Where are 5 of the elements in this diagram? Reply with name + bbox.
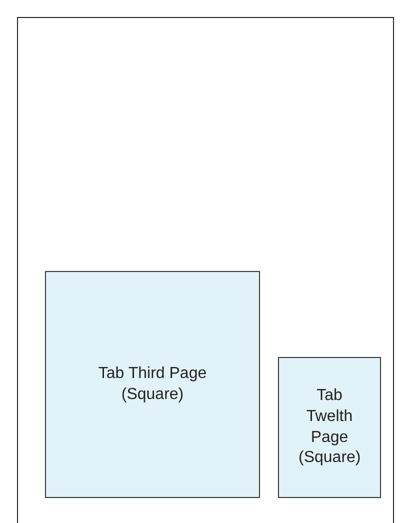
ad-space-box <box>278 357 381 498</box>
ad-size-label: Tab Third Page (Square) <box>97 364 208 404</box>
page-outline <box>17 17 394 523</box>
ad-size-label: Tab Twelth Page (Square) <box>298 386 360 468</box>
ad-space-box <box>45 271 260 498</box>
